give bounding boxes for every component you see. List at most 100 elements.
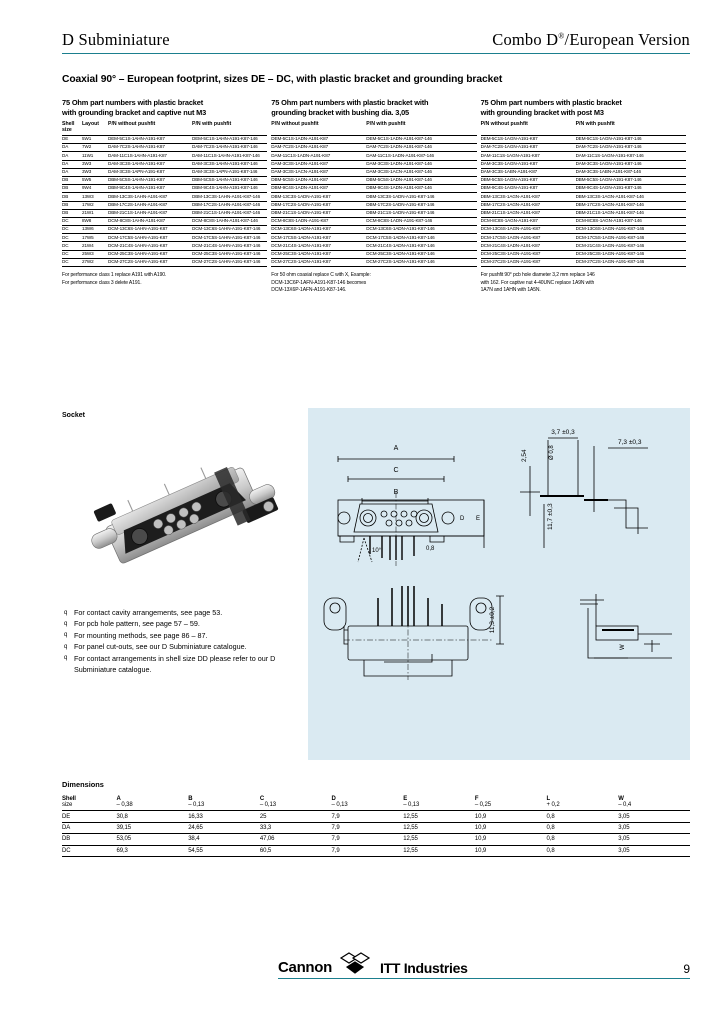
page-footer: Cannon ITT Industries 9 [278, 950, 690, 980]
pn-block-2-title: 75 Ohm part numbers with plastic bracket… [271, 98, 429, 117]
cell-dimension-value: 0,8 [546, 833, 619, 846]
socket-label: Socket [62, 412, 85, 419]
cell-dimension-value: 33,3 [259, 822, 332, 835]
cell-pn-without-pushfit: DAM-3C3S-1AGN-A191-K87 [480, 160, 576, 169]
cell-dimension-value: 30,8 [116, 810, 189, 823]
cell-layout: 7W2 [82, 143, 108, 153]
dimension-tolerance: – 0,4 [618, 802, 632, 809]
cell-dimension-value: 7,9 [331, 822, 404, 835]
cell-dimension-value: 12,55 [403, 845, 475, 857]
cell-pn-without-pushfit: DBM-5C5S-1AHN-A191-K87 [108, 176, 192, 186]
cell-dimension-value: 47,06 [259, 833, 332, 846]
pn-note: DCM-13C6P-1AFN-A191-K87-146 becomes [271, 279, 367, 286]
list-item-label: For panel cut-outs, see our D Subminiatu… [74, 642, 247, 652]
cell-pn-with-pushfit: DBM-13C3S-1AGN-A191-K87-146 [575, 192, 686, 202]
cell-pn-with-pushfit: DCM-17C5S-1ADN-A191-K87-146 [366, 233, 477, 243]
col-shell-size: Shell size [62, 121, 75, 133]
cell-dimension-value: 0,8 [546, 822, 619, 835]
cell-layout: 17W5 [82, 233, 108, 243]
cell-pn-with-pushfit: DCM-21C4S-1ADN-A191-K87-146 [366, 241, 477, 251]
cell-pn-with-pushfit: DCM-13C6S-1AGN-A191-K87-146 [575, 225, 686, 235]
col-shell-size-line2: size [62, 802, 73, 809]
dim-label-117: 11,7 ±0,3 [547, 503, 554, 530]
dim-label-08: 0,8 [426, 546, 435, 552]
header-left-title: D Subminiature [62, 30, 170, 49]
col-pn-with-pushfit: P/N with pushfit [575, 121, 615, 127]
cell-dimension-value: 0,8 [546, 845, 619, 857]
cell-dimension-value: 53,05 [116, 833, 189, 846]
cell-pn-with-pushfit: DBM-21C1S-1AGN-A191-K87-146 [575, 209, 686, 218]
cell-layout: 13W3 [82, 192, 108, 202]
cell-pn-without-pushfit: DEM-5C1S-1ADN-A191-K87 [271, 134, 367, 145]
cell-pn-with-pushfit: DAM-11C1S-1AGN-A191-K87-146 [575, 151, 686, 161]
header-right-title-suffix: /European Version [564, 30, 690, 49]
pn-block-3-columns: P/N without pushfit P/N with pushfit [481, 120, 686, 135]
col-pn-with-pushfit: P/N with pushfit [192, 121, 232, 127]
bullet-marker-icon: q [64, 620, 68, 627]
list-item-label: For contact cavity arrangements, see pag… [74, 608, 223, 617]
cell-pn-without-pushfit: DCM-8C8S-1ADN-A191-K87 [271, 217, 367, 227]
dim-label-113: 11,3 ±0,2 [489, 606, 496, 633]
socket-photo [91, 466, 279, 564]
dimension-tolerance: – 0,13 [403, 802, 420, 809]
page-subtitle: Coaxial 90° – European footprint, sizes … [62, 74, 503, 85]
bullet-marker-icon: q [64, 632, 68, 639]
pn-block-bushing: 75 Ohm part numbers with plastic bracket… [271, 98, 480, 295]
cell-pn-without-pushfit: DEM-5C1S-1AGN-A191-K87 [480, 134, 576, 145]
dim-label-e: E [476, 516, 480, 522]
cell-shell-size: DC [62, 233, 82, 243]
cell-pn-with-pushfit: DAM-7C2S-1ADN-A191-K87-146 [366, 143, 477, 153]
col-dimension-b: B– 0,13 [188, 794, 260, 812]
pn-block-captive-nut: 75 Ohm part numbers with plastic bracket… [62, 98, 271, 295]
cell-shell-size: DA [62, 160, 82, 169]
cell-dimension-value: 3,05 [618, 810, 690, 823]
cell-pn-with-pushfit: DCM-13C6S-1ADN-A191-K87-146 [366, 225, 477, 235]
cell-layout: 13W6 [82, 225, 108, 235]
cell-pn-without-pushfit: DCM-25C3S-1ADN-A191-K87 [271, 250, 367, 259]
cell-pn-without-pushfit: DCM-17C5S-1ADN-A191-K87 [271, 233, 367, 243]
footer-divider [278, 978, 690, 980]
cell-pn-with-pushfit: DBM-5C5S-1ADN-A191-K87-146 [366, 176, 477, 186]
cell-shell-size: DA [62, 151, 82, 161]
pn-note: For pushfit 90° pcb hole diameter 3,2 mm… [480, 272, 595, 278]
dimension-letter: F [474, 796, 479, 803]
cell-pn-with-pushfit: DAM-11C1S-1ADN-A191-K87-146 [366, 151, 477, 161]
cell-layout: 17W2 [82, 201, 108, 210]
cell-pn-with-pushfit: DCM-25C3S-1AHN-A191-K87-146 [192, 250, 268, 259]
cell-layout: 11W1 [82, 151, 108, 161]
dimension-tolerance: – 0,25 [474, 802, 491, 809]
cell-shell-size: DA [62, 143, 82, 153]
cell-dimension-value: 24,65 [188, 822, 260, 835]
col-pn-without-pushfit: P/N without pushfit [480, 121, 528, 127]
dimension-letter: C [259, 796, 265, 803]
cell-pn-with-pushfit: DCM-27C2S-1ADN-A191-K87-146 [366, 258, 477, 268]
dim-label-w: W [620, 644, 626, 650]
cell-shell-size: DA [62, 168, 82, 177]
cell-pn-without-pushfit: DAM-7C2S-1ADN-A191-K87 [271, 143, 367, 153]
col-dimension-w: W– 0,4 [618, 794, 690, 812]
col-dimension-f: F– 0,25 [474, 794, 547, 812]
cell-pn-without-pushfit: DCM-21C4S-1ADN-A191-K87 [271, 241, 367, 251]
cell-pn-without-pushfit: DAM-7C2S-1AHN-A191-K87 [108, 143, 192, 153]
cell-layout: 21W1 [82, 209, 108, 218]
cell-pn-without-pushfit: DEM-5C1S-1AHN-A191-K87 [108, 134, 192, 145]
